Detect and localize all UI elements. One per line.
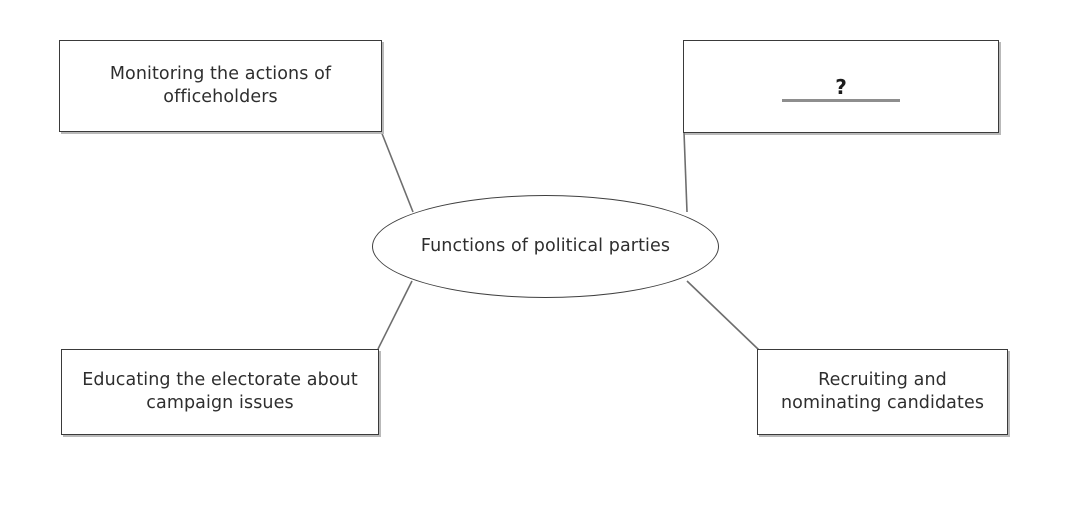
node-recruiting-and-nominating-candidates: Recruiting and nominating candidates [757,349,1008,435]
connector-center-to-monitoring [380,130,414,213]
blank-answer-wrap: ? [782,71,900,102]
node-monitoring-the-actions-of-officeholders: Monitoring the actions of officeholders [59,40,382,132]
node-blank-answer[interactable]: ? [683,40,999,133]
node-label: Recruiting and nominating candidates [780,369,985,413]
node-educating-the-electorate: Educating the electorate about campaign … [61,349,379,435]
node-center-functions-of-political-parties: Functions of political parties [372,195,719,298]
question-mark-icon: ? [835,75,847,100]
node-label: Educating the electorate about campaign … [82,369,358,413]
connector-center-to-unknown [683,131,688,213]
connector-center-to-recruiting [686,280,760,351]
answer-blank-line [782,99,900,102]
node-label: Monitoring the actions of officeholders [109,63,332,107]
center-label: Functions of political parties [420,235,671,256]
connector-center-to-educating [377,280,413,350]
